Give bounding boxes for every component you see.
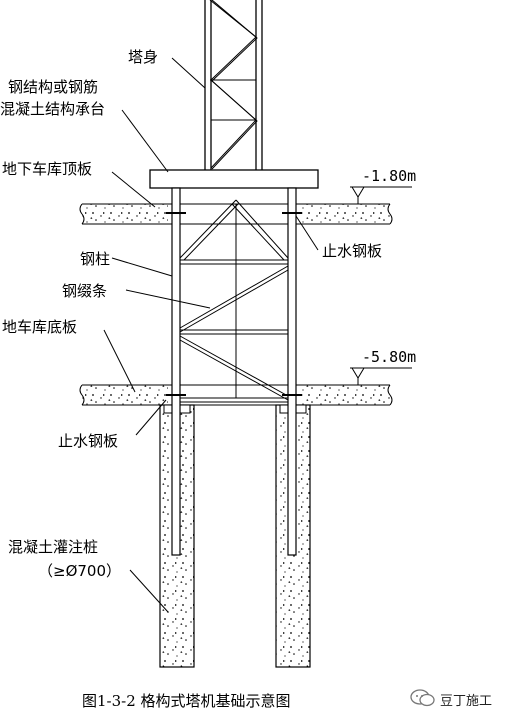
steel-columns	[171, 187, 297, 556]
label-waterstop-lower: 止水钢板	[58, 432, 119, 450]
label-pile-line1: 混凝土灌注桩	[8, 538, 99, 556]
figure-caption: 图1-3-2 格构式塔机基础示意图	[82, 692, 291, 710]
elevation-marker-lower	[350, 367, 412, 385]
garage-floor-slab	[79, 384, 393, 406]
elevation-marker-upper	[350, 186, 412, 204]
label-steel-column: 钢柱	[80, 250, 111, 268]
label-cap-line2: 混凝土结构承台	[0, 100, 106, 118]
label-tower-body: 塔身	[128, 48, 159, 66]
elevation-lower: -5.80m	[362, 348, 417, 366]
tower-body	[204, 0, 263, 170]
leader-lines	[103, 57, 319, 613]
steel-bracing	[179, 199, 289, 403]
pile-cap	[149, 169, 319, 189]
label-garage-floor-slab: 地车库底板	[2, 318, 78, 336]
label-garage-roof-slab: 地下车库顶板	[2, 160, 93, 178]
label-steel-bracing: 钢缀条	[62, 282, 108, 300]
elevation-upper: -1.80m	[362, 167, 417, 185]
waterstop-plates	[166, 212, 302, 396]
chat-bubble-icon	[410, 689, 435, 707]
label-pile-line2: （≥Ø700）	[38, 562, 122, 580]
watermark-text: 豆丁施工	[440, 694, 493, 709]
garage-roof-slab	[79, 203, 393, 225]
label-cap-line1: 钢结构或钢筋	[8, 78, 99, 96]
label-waterstop-upper: 止水钢板	[322, 242, 383, 260]
